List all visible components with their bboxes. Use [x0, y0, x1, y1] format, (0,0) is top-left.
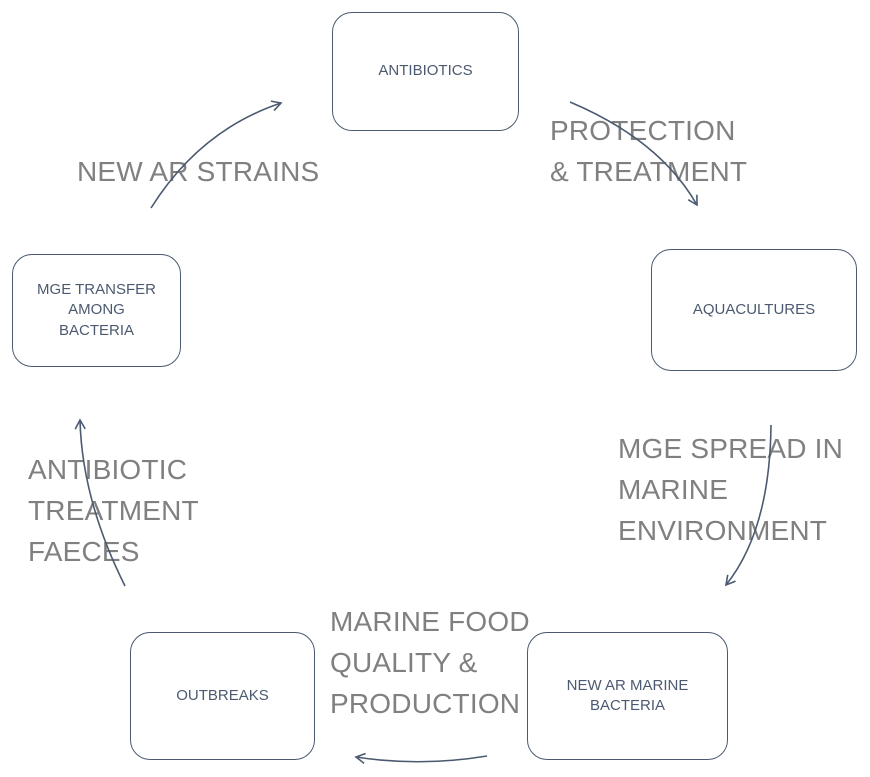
- label-antibiotic-treatment: ANTIBIOTIC TREATMENT FAECES: [28, 454, 199, 567]
- label-marine-food: MARINE FOOD QUALITY & PRODUCTION: [330, 606, 530, 719]
- arrow-marine-bacteria-to-outbreaks: [354, 752, 488, 764]
- label-mge-spread: MGE SPREAD IN MARINE ENVIRONMENT: [618, 433, 844, 546]
- label-new-ar-strains: NEW AR STRAINS: [77, 156, 320, 187]
- node-new-ar-marine-bacteria: NEW AR MARINE BACTERIA: [527, 632, 728, 760]
- node-mge-transfer: MGE TRANSFER AMONG BACTERIA: [12, 254, 181, 367]
- node-outbreaks: OUTBREAKS: [130, 632, 315, 760]
- label-protection-treatment: PROTECTION & TREATMENT: [550, 115, 748, 187]
- node-aquacultures: AQUACULTURES: [651, 249, 857, 371]
- node-antibiotics: ANTIBIOTICS: [332, 12, 519, 131]
